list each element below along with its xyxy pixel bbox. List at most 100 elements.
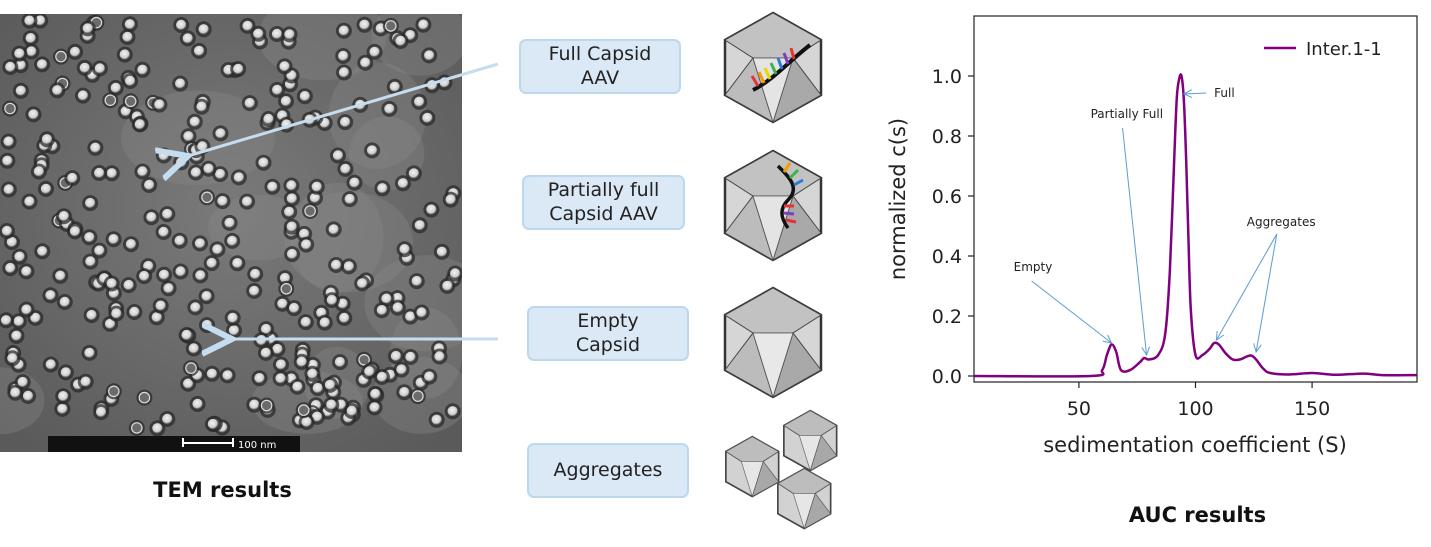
tem-particle xyxy=(67,172,78,184)
tem-particle xyxy=(119,49,130,60)
tem-empty-particle xyxy=(4,102,16,115)
tem-particle xyxy=(108,234,119,245)
tem-particle xyxy=(10,387,21,398)
tem-particle xyxy=(190,167,202,178)
tem-particle xyxy=(228,325,240,336)
tem-particle xyxy=(355,99,366,111)
tem-particle xyxy=(158,150,169,161)
tem-particle xyxy=(7,353,18,364)
tem-particle xyxy=(253,28,264,39)
tem-particle xyxy=(94,245,105,256)
tem-particle xyxy=(227,235,238,247)
tem-particle xyxy=(286,180,297,191)
empty-capsid-icon xyxy=(723,286,823,399)
tem-particle xyxy=(233,172,245,183)
annotation-aggregates: Aggregates xyxy=(1247,215,1316,229)
tem-particle xyxy=(279,272,291,284)
tem-particle xyxy=(139,270,150,282)
annotation-arrow xyxy=(1122,127,1148,356)
tem-particle xyxy=(307,368,318,379)
tem-particle xyxy=(277,298,288,309)
tem-particle xyxy=(267,181,278,192)
tem-background-patch xyxy=(390,307,463,399)
tem-particle xyxy=(5,61,16,73)
tem-particle xyxy=(271,28,283,40)
tem-particle xyxy=(424,50,435,61)
tem-empty-particle xyxy=(185,362,197,374)
tem-particle xyxy=(174,235,185,246)
tem-particle xyxy=(188,343,199,354)
tem-particle xyxy=(0,315,12,326)
tem-particle xyxy=(154,99,165,110)
tem-particle xyxy=(280,96,292,107)
tem-particle xyxy=(28,109,39,120)
tem-particle xyxy=(195,270,206,281)
tem-background-patch xyxy=(284,191,413,293)
tem-particle xyxy=(442,280,453,292)
annotation-arrowhead xyxy=(1253,343,1262,354)
tem-particle xyxy=(299,228,310,240)
tem-particle xyxy=(227,312,238,324)
tem-particle xyxy=(256,335,267,346)
annotation-partially-full: Partially Full xyxy=(1091,107,1163,121)
tem-particle xyxy=(58,391,69,402)
tem-particle xyxy=(197,141,208,152)
tem-particle xyxy=(79,62,91,74)
tem-particle xyxy=(198,24,209,35)
tem-empty-particle xyxy=(280,282,293,295)
tem-particle xyxy=(84,347,95,359)
tem-particle xyxy=(125,239,137,250)
tem-particle xyxy=(26,46,37,57)
x-axis-label: sedimentation coefficient (S) xyxy=(1043,433,1347,457)
tem-particle xyxy=(201,319,213,331)
tem-particle xyxy=(284,29,295,40)
tem-particle xyxy=(426,80,438,91)
tem-particle xyxy=(45,290,56,301)
tem-particle xyxy=(176,157,187,168)
tem-particle xyxy=(193,45,205,57)
tem-particle xyxy=(5,262,16,274)
tem-particle xyxy=(242,20,253,32)
plot-area xyxy=(973,15,1418,383)
tem-particle xyxy=(414,220,425,231)
tem-particle xyxy=(95,406,107,418)
tem-particle xyxy=(134,119,145,130)
legend-label: Inter.1-1 xyxy=(1306,39,1382,60)
tem-particle xyxy=(390,350,402,362)
annotation-arrowhead xyxy=(1141,346,1151,357)
tem-particle xyxy=(232,258,243,269)
y-tick-label: 0.2 xyxy=(932,306,962,328)
aggregates-icon xyxy=(725,409,838,530)
tem-particle xyxy=(6,236,18,248)
tem-particle xyxy=(22,390,34,402)
annotation-empty: Empty xyxy=(1014,260,1053,274)
tem-particle xyxy=(340,116,351,128)
tem-particle xyxy=(304,114,315,125)
tem-particle xyxy=(41,134,53,145)
empty-capsid-label: Empty Capsid xyxy=(527,306,689,361)
annotation-arrow xyxy=(1255,233,1278,353)
x-tick-label: 50 xyxy=(1067,398,1091,420)
tem-particle xyxy=(181,329,192,341)
tem-particle xyxy=(284,206,295,218)
x-tick-label: 150 xyxy=(1294,398,1330,420)
tem-particle xyxy=(30,312,41,324)
tem-particle xyxy=(399,244,410,255)
tem-particle xyxy=(369,402,380,413)
tem-particle xyxy=(183,131,194,142)
tem-particle xyxy=(69,226,81,237)
tem-particle xyxy=(36,59,48,70)
tem-particle xyxy=(77,90,89,101)
tem-particle xyxy=(339,312,350,324)
tem-particle xyxy=(94,167,105,179)
tem-particle xyxy=(332,150,344,161)
tem-particle xyxy=(35,15,46,26)
tem-particle xyxy=(86,309,97,321)
tem-particle xyxy=(111,308,122,319)
tem-particle xyxy=(324,379,336,391)
tem-particle xyxy=(122,31,133,43)
tem-particle xyxy=(301,416,312,428)
tem-particle xyxy=(326,399,337,410)
tem-particle xyxy=(162,208,173,220)
